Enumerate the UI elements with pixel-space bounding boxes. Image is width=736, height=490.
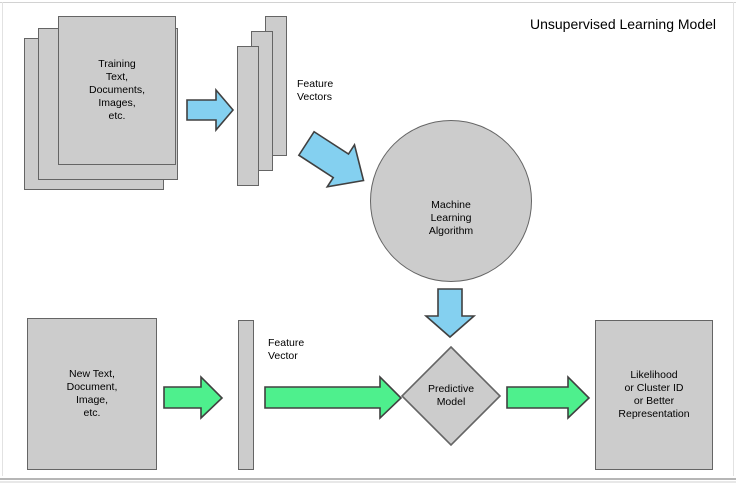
new-input-label: New Text, Document, Image, etc. [66,368,118,419]
diagram-title: Unsupervised Learning Model [530,16,716,32]
training-docs-sheet-front: Training Text, Documents, Images, etc. [58,16,176,165]
arrow-model-to-output [506,375,591,420]
arrow-vector-to-model [264,375,403,420]
page-frame-bottom-shadow [0,481,736,483]
predictive-model-label: Predictive Model [427,383,475,408]
new-input-node: New Text, Document, Image, etc. [27,318,157,470]
page-frame-left [2,2,3,476]
page-frame-top [0,2,736,3]
feature-vector-caption: Feature Vector [268,337,305,362]
feature-vector-bar-1 [237,46,259,186]
arrow-docs-to-features [186,87,235,133]
machine-learning-algorithm-node: Machine Learning Algorithm [370,120,532,282]
output-label: Likelihood or Cluster ID or Better Repre… [618,369,690,420]
page-frame-bottom [0,478,736,480]
machine-learning-algorithm-label: Machine Learning Algorithm [428,199,474,237]
training-docs-label: Training Text, Documents, Images, etc. [88,58,146,122]
arrow-algorithm-to-model [423,288,477,339]
arrow-input-to-vector [163,375,224,420]
output-node: Likelihood or Cluster ID or Better Repre… [595,320,713,470]
arrow-features-to-algorithm [297,130,373,193]
page-frame-right [733,2,734,476]
feature-vectors-caption: Feature Vectors [297,78,334,103]
predictive-model-node: Predictive Model [400,345,502,447]
feature-vector-bar-single [238,320,254,470]
